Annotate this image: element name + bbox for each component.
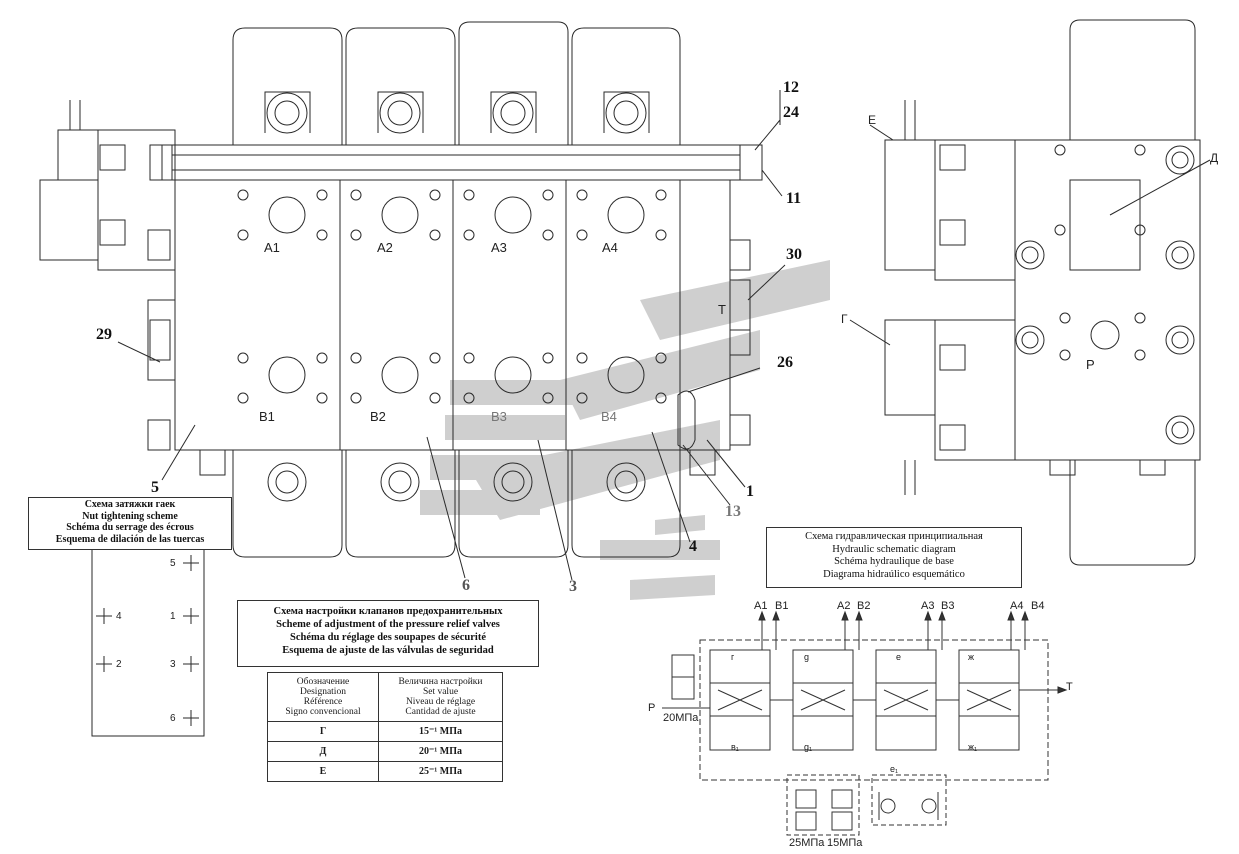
hyd-port-b2: B2 <box>857 600 871 612</box>
nut-mark-1: 1 <box>170 611 176 622</box>
hyd-pressure-20: 20МПа <box>663 712 699 724</box>
nut-scheme-title-es: Esquema de dilación de las tuercas <box>55 533 205 545</box>
hyd-port-a2: A2 <box>837 600 851 612</box>
callout-26: 26 <box>777 354 793 371</box>
hyd-scheme-caption: Схема гидравлическая принципиальная Hydr… <box>766 527 1022 588</box>
valve-settings-table: Обозначение Designation Référence Signo … <box>267 672 503 782</box>
adjust-title-fr: Schéma du réglage des soupapes de sécuri… <box>290 632 486 643</box>
callout-29: 29 <box>96 326 112 343</box>
table-cell-designation: Д <box>267 741 379 762</box>
hyd-port-b3: B3 <box>941 600 955 612</box>
tie-rod <box>149 144 763 181</box>
callout-13: 13 <box>725 503 741 520</box>
hyd-port-t: T <box>1066 681 1073 693</box>
nut-mark-3: 3 <box>170 659 176 670</box>
hyd-letter-zh: ж <box>968 652 975 662</box>
port-label-b3: B3 <box>491 409 507 424</box>
hyd-port-p: P <box>648 702 656 714</box>
col1-es: Signo convencional <box>285 707 361 717</box>
watermark-logo <box>420 260 830 600</box>
hyd-title-ru: Схема гидравлическая принципиальная <box>805 531 983 542</box>
adjust-title-en: Scheme of adjustment of the pressure rel… <box>276 619 500 630</box>
top-covers <box>232 21 681 145</box>
table-row: Д 20⁻¹ МПа <box>267 741 503 762</box>
hyd-title-es: Diagrama hidraúlico esquemático <box>823 568 965 580</box>
hyd-letter-d: g <box>804 652 810 662</box>
side-label-d: Д <box>1210 151 1219 165</box>
port-label-a3: A3 <box>491 240 507 255</box>
port-label-a2: A2 <box>377 240 393 255</box>
nut-scheme-caption: Схема затяжки гаек Nut tightening scheme… <box>28 497 232 550</box>
adjust-title-es: Esquema de ajuste de las válvulas de seg… <box>282 645 494 656</box>
table-cell-designation: Г <box>267 721 379 742</box>
hydraulic-schematic <box>662 618 1062 836</box>
table-row: Г 15⁻¹ МПа <box>267 721 503 742</box>
port-label-a1: A1 <box>264 240 280 255</box>
nut-scheme-title-ru: Схема затяжки гаек <box>84 499 176 510</box>
callout-24: 24 <box>783 104 799 121</box>
col2-ru: Величина настройки <box>398 677 483 687</box>
nut-mark-5: 5 <box>170 558 176 569</box>
side-label-p: P <box>1086 357 1095 372</box>
hyd-letter-e1: е₁ <box>890 764 899 774</box>
port-label-a4: A4 <box>602 240 618 255</box>
port-label-t: T <box>718 302 726 317</box>
port-label-b4: B4 <box>601 409 617 424</box>
table-row: Е 25⁻¹ МПа <box>267 761 503 782</box>
hyd-pressure-15: 15МПа <box>827 837 863 849</box>
side-label-e: E <box>868 113 877 127</box>
hyd-letter-e: е <box>896 652 902 662</box>
callout-12: 12 <box>783 79 799 96</box>
table-cell-value: 20⁻¹ МПа <box>378 741 503 762</box>
col2-es: Cantidad de ajuste <box>405 707 476 717</box>
callout-5: 5 <box>151 479 159 496</box>
port-arrows <box>758 610 1068 694</box>
nut-mark-6: 6 <box>170 713 176 724</box>
callout-1: 1 <box>746 483 754 500</box>
table-header-row: Обозначение Designation Référence Signo … <box>267 672 503 722</box>
hyd-title-en: Hydraulic schematic diagram <box>832 543 956 555</box>
port-label-b2: B2 <box>370 409 386 424</box>
col1-fr: Référence <box>303 697 343 707</box>
side-label-g: Г <box>841 312 848 326</box>
callout-30: 30 <box>786 246 802 263</box>
hyd-letter-zh1: ж₁ <box>968 742 978 752</box>
nut-mark-4: 4 <box>116 611 122 622</box>
table-header-value: Величина настройки Set value Niveau de r… <box>378 672 503 722</box>
hyd-port-b1: B1 <box>775 600 789 612</box>
table-cell-value: 25⁻¹ МПа <box>378 761 503 782</box>
side-view <box>849 19 1211 566</box>
hyd-title-fr: Schéma hydraulique de base <box>834 556 954 567</box>
callout-3: 3 <box>569 578 577 595</box>
hyd-letter-g1: в₁ <box>731 742 739 752</box>
hyd-letter-g: г <box>731 652 735 662</box>
left-solenoid-block <box>39 100 176 451</box>
adjust-title-ru: Схема настройки клапанов предохранительн… <box>273 606 503 617</box>
right-side-block <box>677 239 751 450</box>
callout-11: 11 <box>786 190 802 207</box>
col1-ru: Обозначение <box>296 677 350 687</box>
callout-4: 4 <box>689 538 697 555</box>
adjust-scheme-caption: Схема настройки клапанов предохранительн… <box>237 600 539 667</box>
nut-scheme-title-fr: Schéma du serrage des écrous <box>66 522 194 533</box>
hyd-port-a1: A1 <box>754 600 768 612</box>
hyd-port-a4: A4 <box>1010 600 1024 612</box>
table-header-designation: Обозначение Designation Référence Signo … <box>267 672 379 722</box>
nut-scheme-frame <box>91 547 205 737</box>
col2-en: Set value <box>422 687 459 697</box>
col1-en: Designation <box>300 687 346 697</box>
col2-fr: Niveau de réglage <box>405 697 476 707</box>
port-label-b1: B1 <box>259 409 275 424</box>
nut-mark-2: 2 <box>116 659 122 670</box>
leader-lines <box>117 90 786 581</box>
hyd-port-b4: B4 <box>1031 600 1045 612</box>
hyd-port-a3: A3 <box>921 600 935 612</box>
hyd-pressure-25: 25МПа <box>789 837 825 849</box>
table-cell-value: 15⁻¹ МПа <box>378 721 503 742</box>
hyd-letter-d1: g₁ <box>804 742 813 752</box>
nut-scheme-title-en: Nut tightening scheme <box>82 510 178 522</box>
callout-6: 6 <box>462 577 470 594</box>
table-cell-designation: Е <box>267 761 379 782</box>
